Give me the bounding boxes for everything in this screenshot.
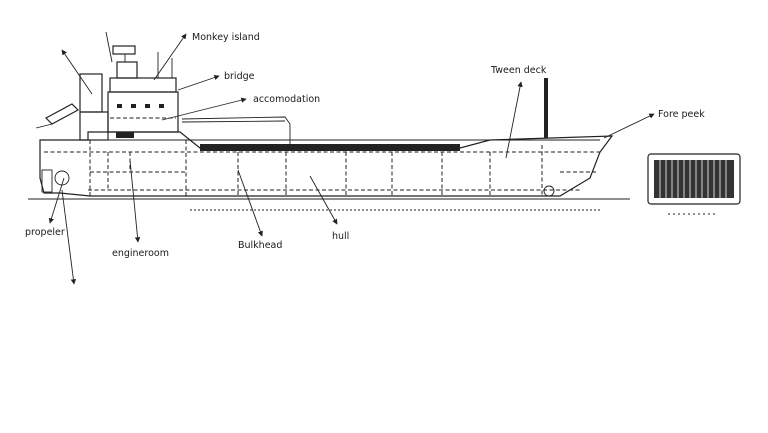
arrow-bridge <box>177 74 220 91</box>
internal-compartments <box>44 117 600 196</box>
superstructure <box>35 31 555 197</box>
hull-cross-section <box>647 153 741 215</box>
arrow-monkey-island <box>153 33 187 81</box>
label-propeler: propeler <box>25 227 65 238</box>
label-accomodation: accomodation <box>253 94 320 105</box>
arrow-fore-peek <box>603 113 655 139</box>
ship-outline <box>28 116 630 211</box>
arrow-rudder <box>61 189 77 285</box>
annotation-arrows <box>48 33 655 285</box>
arrow-funnel <box>61 49 93 95</box>
arrow-accomodation <box>161 97 247 121</box>
label-hull: hull <box>332 231 349 242</box>
label-bridge: bridge <box>224 71 255 82</box>
arrow-hull <box>309 175 338 225</box>
annotation-labels: Monkey island bridge accomodation Tween … <box>25 32 705 259</box>
arrow-propeler <box>48 177 65 224</box>
arrow-bulkhead <box>237 169 263 237</box>
label-tween-deck: Tween deck <box>490 65 547 76</box>
label-monkey-island: Monkey island <box>192 32 260 43</box>
arrow-tween-deck <box>505 81 523 159</box>
label-bulkhead: Bulkhead <box>238 240 282 251</box>
label-engineroom: engineroom <box>112 248 169 259</box>
arrow-engineroom <box>129 159 141 243</box>
label-fore-peek: Fore peek <box>658 109 705 120</box>
